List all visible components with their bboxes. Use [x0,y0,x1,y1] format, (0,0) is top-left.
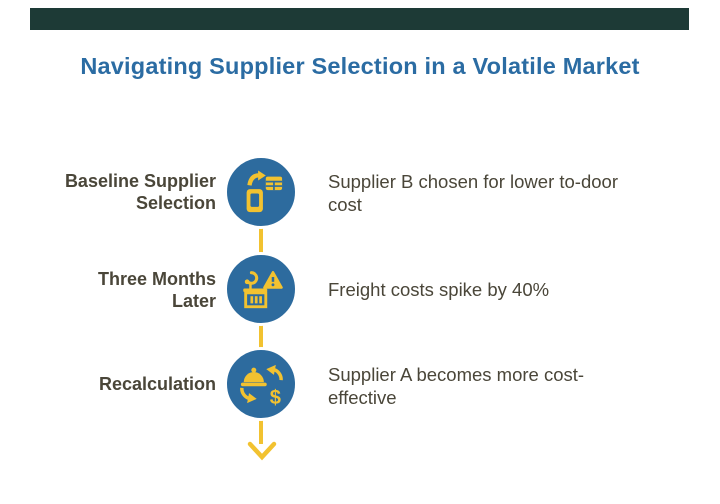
step-label: Baseline Supplier Selection [64,171,216,213]
step-node: $ [224,347,298,421]
dish-dollar-exchange-icon: $ [240,364,283,407]
step-description: Supplier A becomes more cost- effective [328,364,585,408]
crane-container-warning-icon [243,271,283,309]
phone-to-spreadsheet-sync-icon [246,170,283,213]
top-accent-bar [30,8,689,30]
step-node [224,155,298,229]
step-description: Supplier B chosen for lower to-door cost [328,171,618,215]
page-title: Navigating Supplier Selection in a Volat… [80,53,640,79]
step-label: Recalculation [98,374,216,394]
svg-text:$: $ [270,387,281,407]
step-node [224,252,298,326]
down-arrow-icon [247,441,277,461]
step-label: Three Months Later [97,269,216,311]
step-description: Freight costs spike by 40% [328,279,550,300]
